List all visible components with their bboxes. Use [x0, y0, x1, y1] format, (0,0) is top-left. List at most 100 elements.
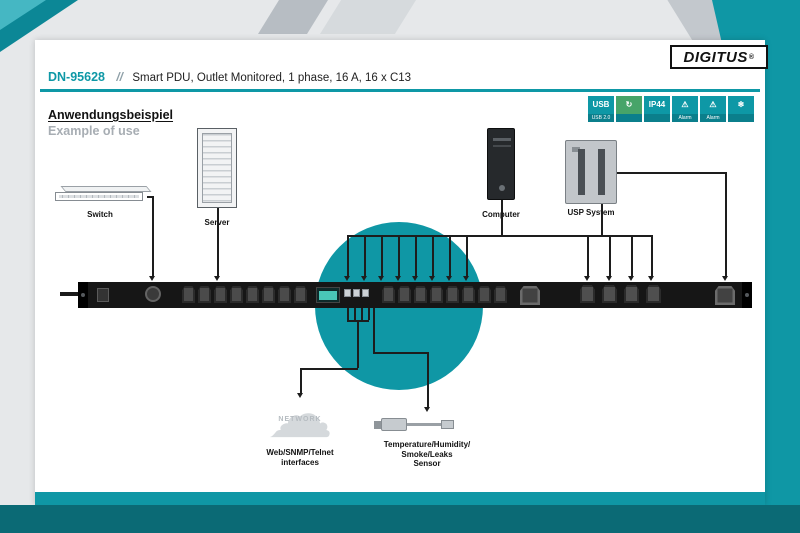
pdu-breaker [97, 288, 109, 302]
arrowhead [648, 276, 654, 281]
rj45-port [344, 289, 351, 297]
server-rack-slats [202, 133, 232, 203]
pdu-outlet [278, 286, 291, 303]
connector-line [373, 308, 375, 352]
alarm-badge-icon: ⚠ Alarm [672, 96, 698, 122]
pdu-outlet [462, 286, 475, 303]
header-divider [40, 89, 760, 92]
pdu-outlet [478, 286, 491, 303]
sensor-caption-line2: Smoke/Leaks [401, 449, 453, 459]
sensor-connector-tip [374, 421, 382, 429]
comb-line [361, 308, 363, 320]
usb-badge-icon: USB USB 2.0 [588, 96, 614, 122]
ip44-badge-icon: IP44 [644, 96, 670, 122]
ups-label: USP System [567, 208, 615, 217]
feature-badges: USB USB 2.0 ↻ IP44 ⚠ Alarm ⚠ Alarm ❄ [588, 96, 754, 122]
sensor-cable [407, 423, 441, 426]
sensor-caption: Temperature/Humidity/ Smoke/Leaks Sensor [362, 440, 492, 469]
arrowhead [463, 276, 469, 281]
network-caption: Web/SNMP/Telnet interfaces [240, 448, 360, 467]
computer-graphic [487, 128, 515, 200]
pdu-outlet [198, 286, 211, 303]
connector-line [364, 235, 366, 277]
arrowhead [429, 276, 435, 281]
connector-line [357, 320, 359, 368]
comb-line [368, 308, 370, 320]
climate-badge-icon: ❄ [728, 96, 754, 122]
arrowhead [297, 393, 303, 398]
connector-line [651, 235, 653, 277]
pdu-outlet [246, 286, 259, 303]
computer-drive-slot [493, 138, 511, 141]
rj45-port [362, 289, 369, 297]
header-separator: // [116, 70, 123, 84]
pdu-outlet [262, 286, 275, 303]
pdu-outlet [430, 286, 443, 303]
arrowhead [214, 276, 220, 281]
connector-line [381, 235, 383, 277]
server-label: Server [187, 218, 247, 227]
registered-mark: ® [748, 53, 755, 61]
top-stripe-light [320, 0, 416, 34]
comb-line [347, 308, 349, 320]
arrowhead [424, 407, 430, 412]
pdu-outlet [602, 285, 617, 303]
arrowhead [722, 276, 728, 281]
pdu-outlet [414, 286, 427, 303]
pdu-display-screen [319, 291, 337, 300]
arrowhead [344, 276, 350, 281]
network-cloud: ☁ NETWORK [255, 377, 345, 451]
arrowhead [584, 276, 590, 281]
pdu-network-ports [344, 289, 369, 297]
sensor-caption-line3: Sensor [413, 459, 441, 468]
product-header: DN-95628 // Smart PDU, Outlet Monitored,… [48, 70, 411, 84]
arrowhead [361, 276, 367, 281]
ups-graphic [565, 140, 617, 204]
pdu-outlet [294, 286, 307, 303]
switch-label: Switch [87, 210, 113, 219]
connector-line [347, 235, 349, 277]
connector-line [300, 368, 302, 394]
pdu-outlet [182, 286, 195, 303]
rj45-port [353, 289, 360, 297]
cloud-text: NETWORK [278, 416, 322, 423]
comb-line [354, 308, 356, 320]
connector-line [152, 196, 154, 277]
connector-line [398, 235, 400, 277]
pdu-display-module [316, 287, 340, 303]
connector-line [147, 196, 153, 198]
network-caption-line2: interfaces [281, 457, 319, 467]
pdu-outlet [230, 286, 243, 303]
connector-line [631, 235, 633, 277]
pdu-outlet [580, 285, 595, 303]
pdu-end-cap-right [742, 282, 752, 308]
computer-connector [501, 200, 503, 235]
arrowhead [378, 276, 384, 281]
pdu-outlet [624, 285, 639, 303]
arrowhead [395, 276, 401, 281]
pdu-power-cable [60, 292, 78, 296]
ups-connector [601, 204, 603, 235]
pdu-outlet [446, 286, 459, 303]
ups-display [572, 147, 580, 152]
eco-badge-icon: ↻ [616, 96, 642, 122]
connector-line [300, 368, 358, 370]
pdu-outlet [494, 286, 507, 303]
right-teal-strip [762, 0, 800, 533]
footer-band [0, 505, 800, 533]
pdu-outlet-group-a [182, 286, 307, 303]
pdu-outlet [214, 286, 227, 303]
ups-vent-slat [578, 149, 585, 195]
card-bottom-strip [35, 492, 765, 505]
connector-line [617, 172, 725, 174]
arrowhead [412, 276, 418, 281]
network-caption-line1: Web/SNMP/Telnet [266, 448, 334, 457]
connector-line [427, 352, 429, 408]
connector-line [449, 235, 451, 277]
connector-line [609, 235, 611, 277]
pdu-end-cap-left [78, 282, 88, 308]
product-title: Smart PDU, Outlet Monitored, 1 phase, 16… [132, 72, 412, 84]
cloud-icon: ☁ [267, 377, 333, 451]
connector-bus [347, 235, 653, 237]
digitus-logo: DIGITUS® [670, 45, 768, 69]
